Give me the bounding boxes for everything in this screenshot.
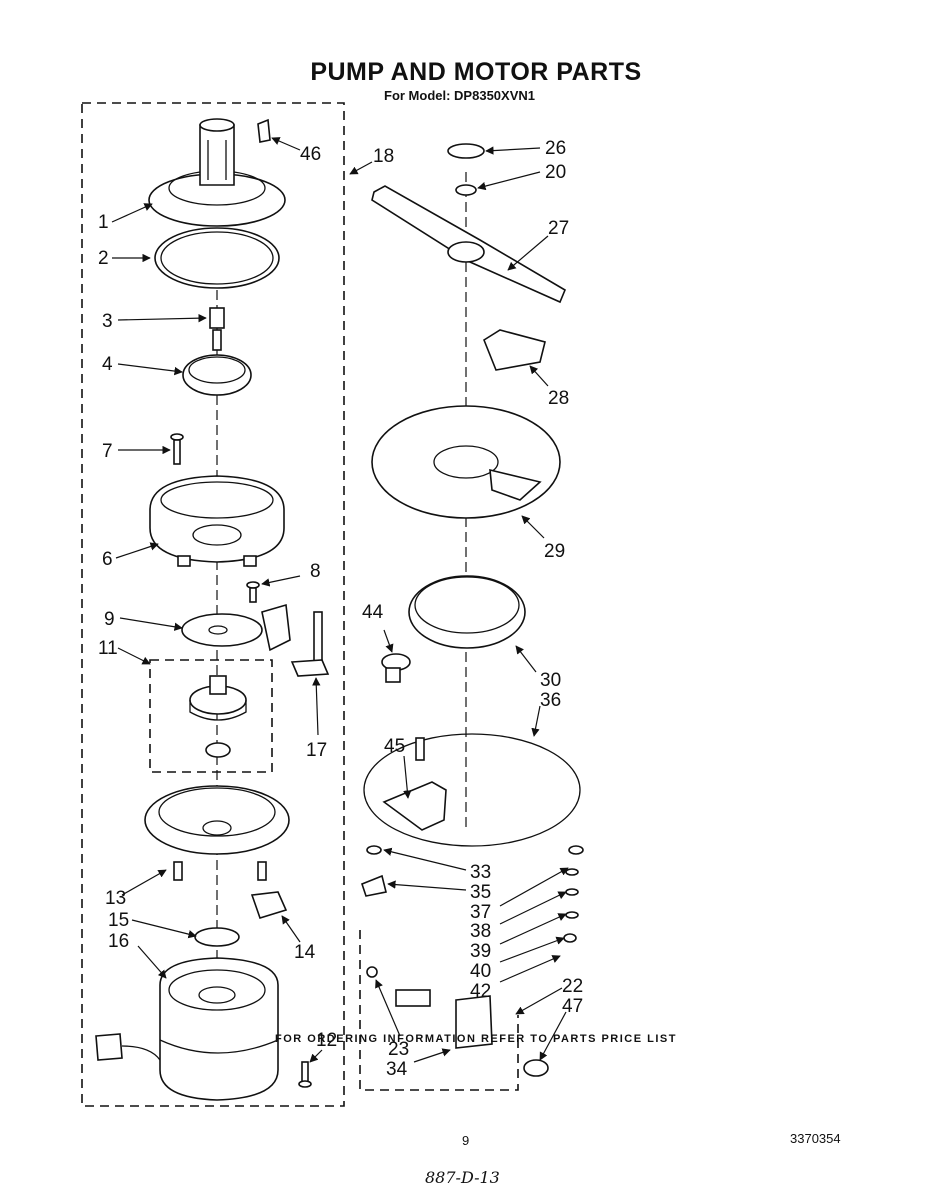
callout-28: 28 [548, 388, 569, 409]
part-33-washer [366, 845, 382, 855]
document-number: 3370354 [790, 1131, 841, 1146]
part-8-screw [246, 581, 260, 603]
callout-42: 42 [470, 981, 491, 1002]
callout-45: 45 [384, 736, 405, 757]
part-6-pump-housing [149, 475, 285, 567]
part-26-cap [447, 143, 485, 159]
part-35-clip [361, 874, 387, 897]
part-30-ring [408, 575, 526, 649]
page-title: PUMP AND MOTOR PARTS [310, 58, 642, 86]
callout-7: 7 [102, 441, 113, 462]
callout-6: 6 [102, 549, 113, 570]
leader-lines [111, 137, 569, 1063]
callout-36: 36 [540, 690, 561, 711]
model-subtitle: For Model: DP8350XVN1 [384, 88, 535, 103]
callout-22: 22 [562, 976, 583, 997]
part-28-bracket [483, 329, 546, 371]
part-4-disc [182, 354, 252, 396]
callout-40: 40 [470, 961, 491, 982]
callout-23: 23 [388, 1039, 409, 1060]
callout-16: 16 [108, 931, 129, 952]
callout-20: 20 [545, 162, 566, 183]
handwritten-note: 887-D-13 [425, 1168, 500, 1187]
callout-13: 13 [105, 888, 126, 909]
callout-26: 26 [545, 138, 566, 159]
callout-4: 4 [102, 354, 113, 375]
callout-3: 3 [102, 311, 113, 332]
part-3-fitting [209, 307, 225, 351]
part-47-nut [523, 1059, 549, 1077]
callout-34: 34 [386, 1059, 408, 1080]
part-36-wire-ring [363, 733, 581, 847]
part-27-spray-arm [371, 185, 567, 304]
part-29-filter-screen [371, 405, 561, 519]
callout-30: 30 [540, 670, 561, 691]
part-16-motor [95, 957, 279, 1101]
callout-8: 8 [310, 561, 321, 582]
callout-39: 39 [470, 941, 491, 962]
part-13-motor-adapter [144, 785, 290, 881]
callout-15: 15 [108, 910, 129, 931]
part-45-bracket [382, 737, 447, 831]
callout-38: 38 [470, 921, 491, 942]
callout-1: 1 [98, 212, 109, 233]
callout-14: 14 [294, 942, 316, 963]
fastener-stack [563, 845, 584, 943]
impeller-group-boundary [149, 659, 273, 773]
part-22-sensor-assembly [366, 966, 493, 1049]
callout-2: 2 [98, 248, 109, 269]
ordering-footer: FOR ORDERING INFORMATION REFER TO PARTS … [275, 1033, 677, 1045]
part-4-disc-inner [188, 356, 246, 384]
part-44-cap [381, 653, 411, 683]
part-12-screw [298, 1061, 312, 1088]
part-15-washer [194, 927, 240, 947]
callout-29: 29 [544, 541, 565, 562]
callout-9: 9 [104, 609, 115, 630]
part-22-group-boundary [359, 930, 519, 1091]
callout-46: 46 [300, 144, 321, 165]
part-1-pump-cover [148, 118, 286, 227]
part-17-sensor [290, 611, 330, 677]
part-20-washer [455, 184, 477, 196]
callout-18: 18 [373, 146, 394, 167]
callout-37: 37 [470, 902, 491, 923]
callout-44: 44 [362, 602, 384, 623]
part-9-plate [181, 603, 291, 652]
part-2-gasket-inner [160, 231, 274, 285]
callout-11: 11 [98, 638, 118, 659]
callout-35: 35 [470, 882, 491, 903]
part-11-impeller [189, 675, 247, 758]
callout-33: 33 [470, 862, 491, 883]
part-7-screw [170, 433, 184, 465]
callout-27: 27 [548, 218, 569, 239]
callout-17: 17 [306, 740, 327, 761]
pump-assembly-boundary [81, 102, 345, 1107]
part-14-block [250, 891, 288, 919]
page-number: 9 [462, 1133, 470, 1148]
callout-47: 47 [562, 996, 583, 1017]
part-46-clip [257, 118, 271, 143]
part-2-gasket [154, 227, 280, 289]
callout-12: 12 [316, 1030, 337, 1051]
